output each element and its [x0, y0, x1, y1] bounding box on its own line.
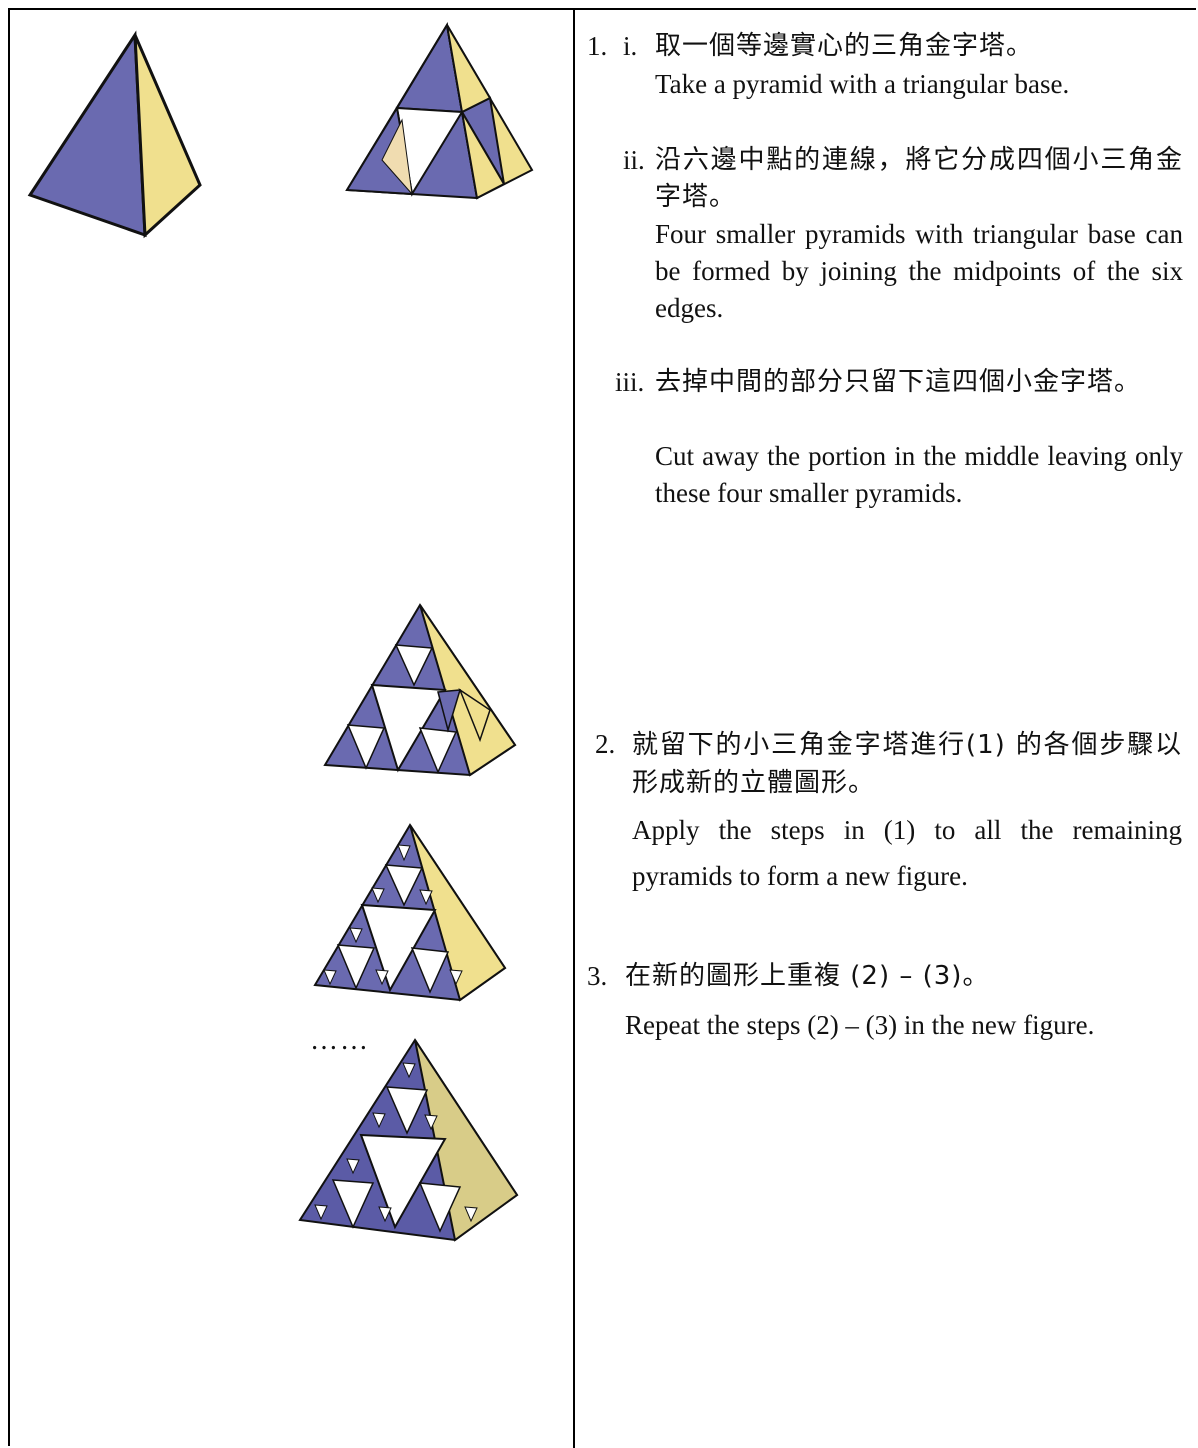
step-2-zh: 就留下的小三角金字塔進行(1) 的各個步驟以形成新的立體圖形。 [632, 730, 1182, 798]
pyramid-level-4 [298, 1038, 519, 1242]
step-2-number: 2. [595, 729, 616, 759]
step-3-en: Repeat the steps (2) – (3) in the new fi… [625, 1010, 1095, 1040]
step-1-ii-marker: ii. [623, 145, 645, 175]
step-1-iii-en: Cut away the portion in the middle leavi… [655, 441, 1183, 508]
step-3-number: 3. [587, 961, 608, 991]
pyramid-level-1 [345, 22, 534, 200]
step-1-number: 1. [587, 31, 608, 61]
illustration-column: …… [10, 10, 573, 1446]
instruction-column: 1. i. 取一個等邊實心的三角金字塔。 Take a pyramid with… [575, 10, 1198, 1446]
pyramid-level-3 [313, 823, 507, 1002]
step-1-iii-marker: iii. [615, 367, 645, 397]
step-1-ii-en: Four smaller pyramids with triangular ba… [655, 219, 1183, 323]
step-3-zh: 在新的圖形上重複 (2) – (3)。 [625, 961, 990, 991]
continuation-ellipsis: …… [310, 1025, 370, 1056]
column-divider [573, 8, 575, 1448]
table-frame [8, 8, 1196, 1446]
pyramid-level-0 [27, 30, 202, 239]
step-2-en: Apply the steps in (1) to all the remain… [632, 815, 1182, 891]
step-1-ii-zh: 沿六邊中點的連線，將它分成四個小三角金字塔。 [655, 145, 1183, 212]
step-1-i-marker: i. [623, 31, 638, 61]
pyramid-level-2 [323, 603, 517, 777]
step-1-i-zh: 取一個等邊實心的三角金字塔。 [655, 31, 1034, 61]
step-1-iii-zh: 去掉中間的部分只留下這四個小金字塔。 [655, 367, 1142, 397]
step-1-i-en: Take a pyramid with a triangular base. [655, 69, 1070, 99]
